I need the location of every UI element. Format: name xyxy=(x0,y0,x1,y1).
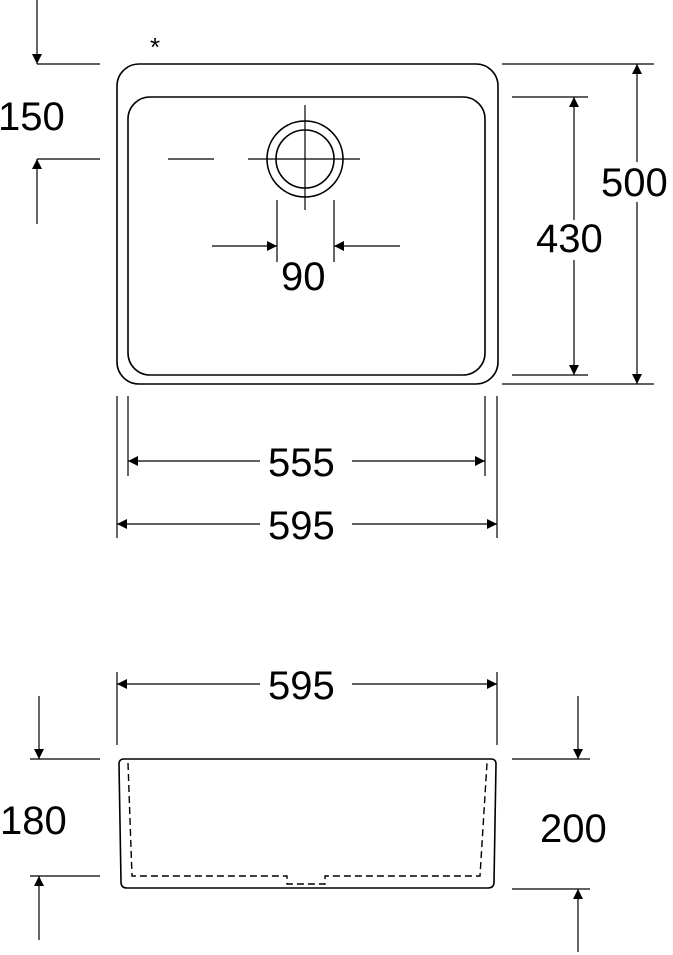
dim-outer-width-side-label: 595 xyxy=(268,664,335,708)
dim-outer-width-side: 595 xyxy=(116,664,498,745)
dim-inner-height: 180 xyxy=(0,696,100,940)
dim-inner-height-label: 180 xyxy=(0,799,67,843)
sink-outer-outline xyxy=(116,63,499,385)
dim-drain-diameter-label: 90 xyxy=(281,255,326,299)
dim-inner-depth-label: 430 xyxy=(536,217,603,261)
dim-inner-width: 555 xyxy=(127,396,486,485)
dim-outer-depth: 500 xyxy=(502,63,668,385)
dim-outer-depth-label: 500 xyxy=(601,161,668,205)
top-view: * 150 90 xyxy=(0,0,668,548)
sink-side-profile xyxy=(118,758,497,889)
dim-outer-width-top: 595 xyxy=(116,396,498,548)
dim-drain-offset: 150 xyxy=(0,0,100,224)
star-note: * xyxy=(150,32,160,62)
drain-icon xyxy=(248,105,360,210)
sink-bowl-outline xyxy=(127,96,486,376)
sink-side-hidden-bowl xyxy=(127,762,488,885)
dim-outer-height: 200 xyxy=(512,696,607,952)
dim-drain-diameter: 90 xyxy=(212,200,400,299)
dim-outer-width-top-label: 595 xyxy=(268,504,335,548)
dim-inner-width-label: 555 xyxy=(268,441,335,485)
side-view: 595 180 200 xyxy=(0,664,607,952)
dim-inner-depth: 430 xyxy=(512,96,603,376)
dim-outer-height-label: 200 xyxy=(540,807,607,851)
dim-drain-offset-label: 150 xyxy=(0,95,65,139)
